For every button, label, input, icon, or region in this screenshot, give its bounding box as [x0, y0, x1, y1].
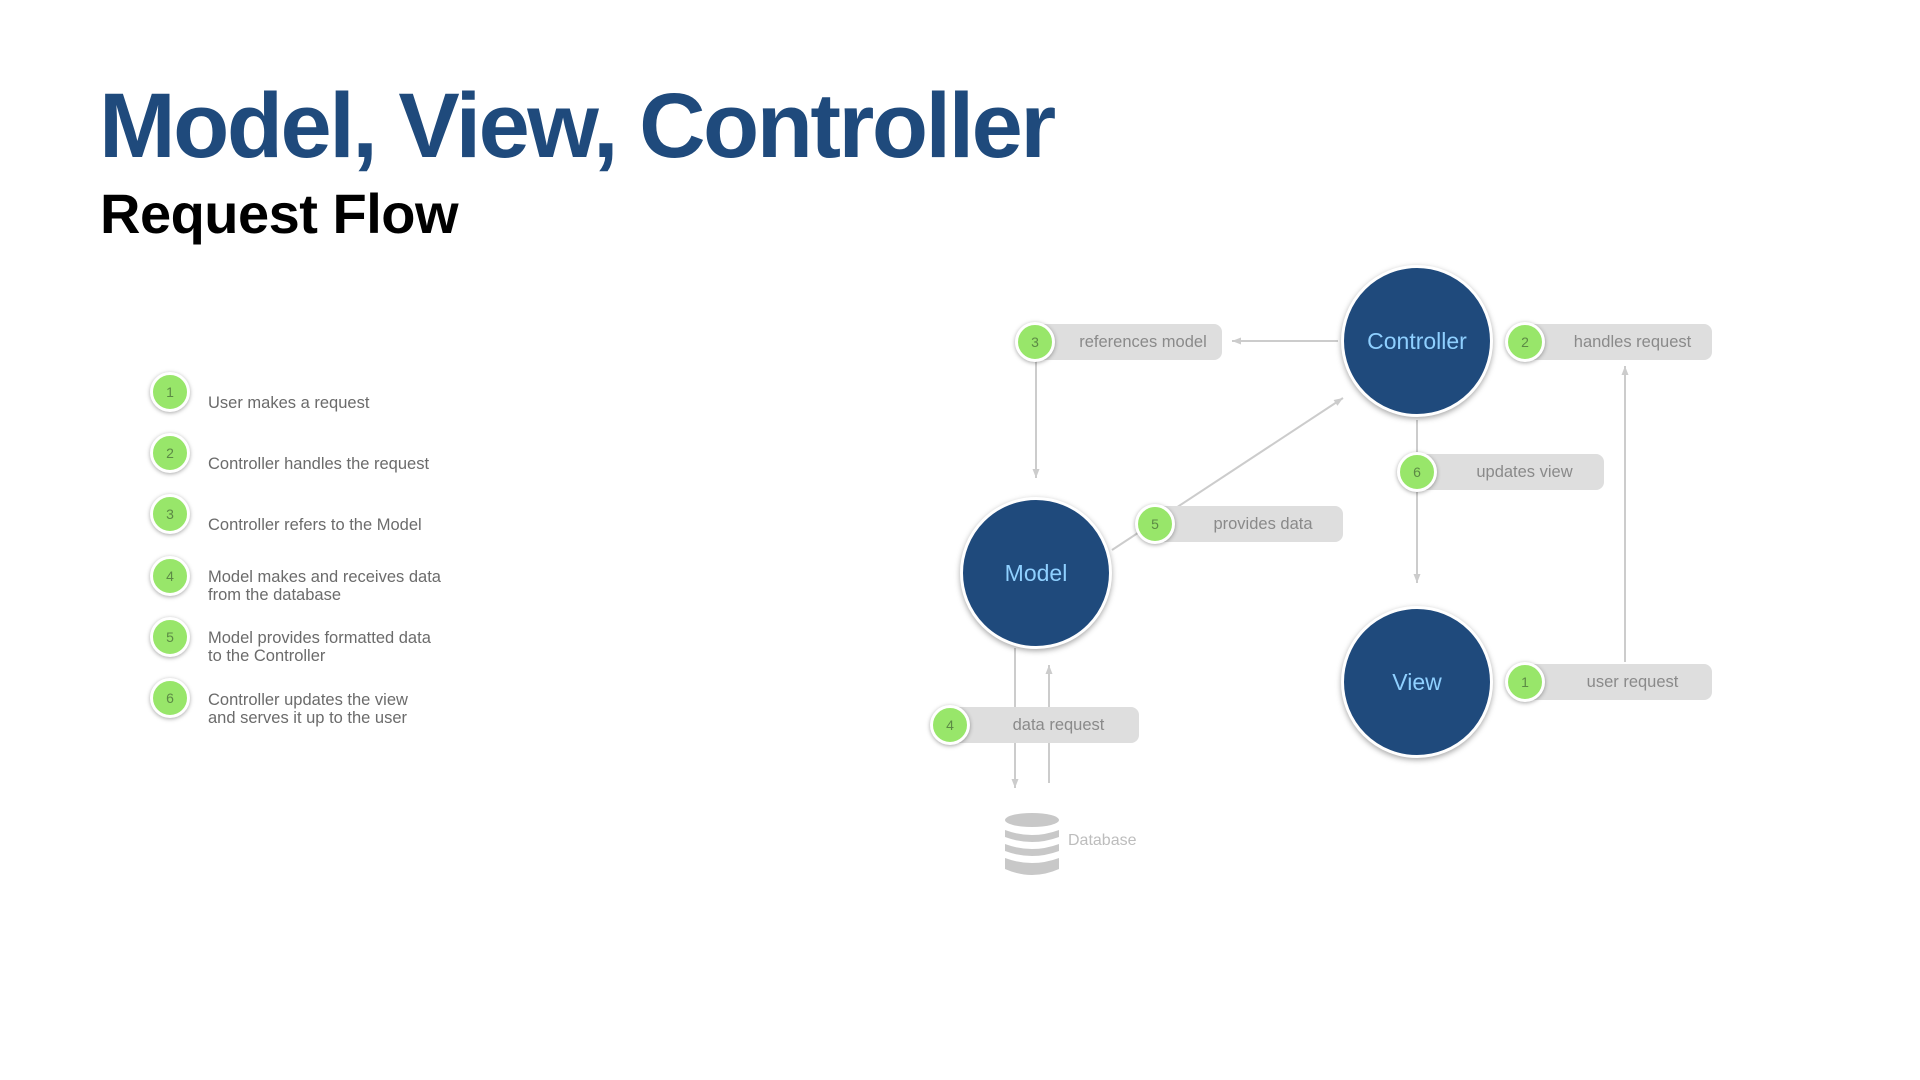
slide-subtitle: Request Flow: [100, 182, 459, 245]
step-badge: 1: [150, 372, 190, 412]
step-badge: 2: [150, 433, 190, 474]
step-label: references model: [1079, 332, 1207, 351]
step-label: data request: [1012, 715, 1105, 734]
view-node: View: [1341, 606, 1493, 758]
step-badge-1: 1: [1505, 662, 1545, 702]
controller-node: Controller: [1341, 265, 1493, 417]
slide-title: Model, View, Controller: [99, 75, 1056, 177]
step-pill-updates-view: updates view: [1417, 454, 1604, 490]
step-badge-4: 4: [930, 705, 970, 745]
database-label: Database: [1068, 832, 1137, 849]
step-legend: 1 User makes a request 2 Controller hand…: [150, 370, 570, 737]
step-pill-handles-request: handles request: [1525, 324, 1712, 360]
step-badge: 4: [150, 555, 190, 596]
step-label: handles request: [1573, 332, 1692, 351]
step-badge: 6: [150, 677, 190, 718]
step-pill-user-request: user request: [1525, 664, 1712, 700]
legend-text: User makes a request: [208, 393, 370, 412]
legend-item: 2 Controller handles the request: [150, 431, 570, 492]
step-label: user request: [1586, 672, 1679, 691]
step-pill-provides-data: provides data: [1155, 506, 1343, 542]
legend-item: 1 User makes a request: [150, 370, 570, 431]
legend-item: 5 Model provides formatted data to the C…: [150, 615, 570, 676]
step-badge-3: 3: [1015, 322, 1055, 362]
model-node: Model: [960, 497, 1112, 649]
step-badge-2: 2: [1505, 322, 1545, 362]
step-badge-5: 5: [1135, 504, 1175, 544]
step-label: updates view: [1476, 462, 1573, 481]
legend-text: Controller handles the request: [208, 454, 430, 473]
legend-item: 6 Controller updates the view and serves…: [150, 676, 570, 737]
legend-text: Model makes and receives data from the d…: [208, 568, 441, 605]
legend-text: Controller refers to the Model: [208, 515, 422, 534]
step-label: provides data: [1213, 514, 1313, 533]
legend-text: Model provides formatted data to the Con…: [208, 629, 431, 666]
step-badge: 3: [150, 494, 190, 535]
step-pill-data-request: data request: [950, 707, 1139, 743]
legend-item: 4 Model makes and receives data from the…: [150, 554, 570, 615]
legend-item: 3 Controller refers to the Model: [150, 492, 570, 553]
legend-text: Controller updates the view and serves i…: [208, 690, 408, 727]
step-badge: 5: [150, 616, 190, 657]
step-pill-references-model: references model: [1036, 324, 1222, 360]
step-badge-6: 6: [1397, 452, 1437, 492]
database-icon: [1005, 813, 1059, 875]
